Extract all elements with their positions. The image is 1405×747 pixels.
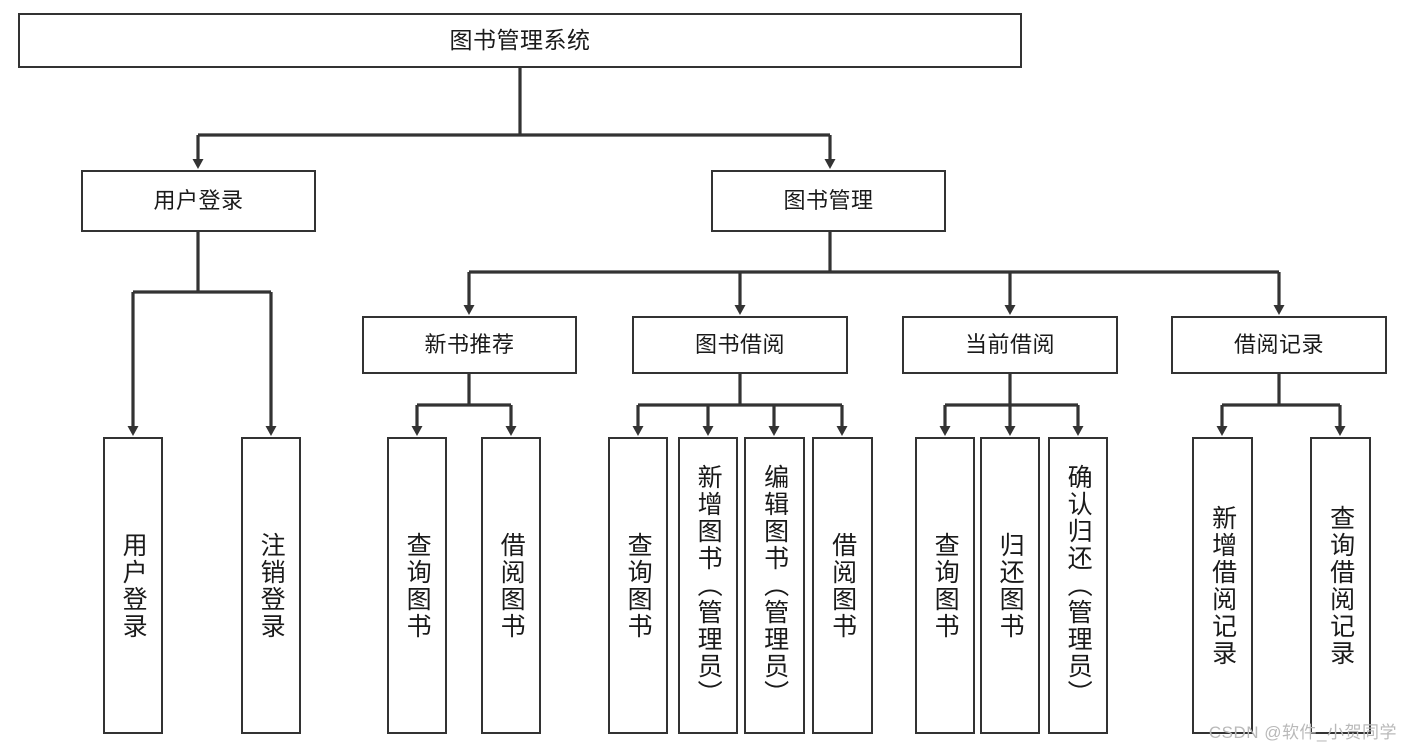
leaf-confirm-return-admin[interactable]: 确认归还（管理员） xyxy=(1048,437,1108,734)
leaf-query-borrow-record-label: 查询借阅记录 xyxy=(1326,504,1355,667)
leaf-current-query-book-label: 查询图书 xyxy=(931,531,960,640)
leaf-new-book-query[interactable]: 查询图书 xyxy=(387,437,447,734)
leaf-add-book-admin-label: 新增图书（管理员） xyxy=(694,464,723,707)
leaf-borrow-query-book-label: 查询图书 xyxy=(624,531,653,640)
leaf-current-query-book[interactable]: 查询图书 xyxy=(915,437,975,734)
node-root[interactable]: 图书管理系统 xyxy=(18,13,1022,68)
leaf-confirm-return-admin-label: 确认归还（管理员） xyxy=(1064,464,1093,707)
csdn-watermark: CSDN @软件_小贺同学 xyxy=(1208,723,1397,742)
node-current-borrow-label: 当前借阅 xyxy=(964,332,1055,358)
leaf-borrow-book-label: 借阅图书 xyxy=(828,531,857,640)
leaf-return-book[interactable]: 归还图书 xyxy=(980,437,1040,734)
node-book-management[interactable]: 图书管理 xyxy=(711,170,946,232)
node-user-login[interactable]: 用户登录 xyxy=(81,170,316,232)
leaf-add-borrow-record[interactable]: 新增借阅记录 xyxy=(1192,437,1253,734)
node-user-login-label: 用户登录 xyxy=(153,188,244,214)
leaf-borrow-book[interactable]: 借阅图书 xyxy=(812,437,873,734)
leaf-new-book-query-label: 查询图书 xyxy=(403,531,432,640)
leaf-user-login-label: 用户登录 xyxy=(119,531,148,640)
leaf-add-borrow-record-label: 新增借阅记录 xyxy=(1208,504,1237,667)
leaf-return-book-label: 归还图书 xyxy=(996,531,1025,640)
node-book-management-label: 图书管理 xyxy=(783,188,874,214)
node-new-book-recommend[interactable]: 新书推荐 xyxy=(362,316,577,374)
node-current-borrow[interactable]: 当前借阅 xyxy=(902,316,1118,374)
leaf-new-book-borrow[interactable]: 借阅图书 xyxy=(481,437,541,734)
leaf-query-borrow-record[interactable]: 查询借阅记录 xyxy=(1310,437,1371,734)
leaf-add-book-admin[interactable]: 新增图书（管理员） xyxy=(678,437,738,734)
node-new-book-recommend-label: 新书推荐 xyxy=(424,332,515,358)
node-book-borrow[interactable]: 图书借阅 xyxy=(632,316,848,374)
node-root-label: 图书管理系统 xyxy=(449,26,591,53)
leaf-borrow-query-book[interactable]: 查询图书 xyxy=(608,437,668,734)
node-borrow-record-label: 借阅记录 xyxy=(1233,332,1324,358)
leaf-new-book-borrow-label: 借阅图书 xyxy=(497,531,526,640)
leaf-edit-book-admin[interactable]: 编辑图书（管理员） xyxy=(744,437,805,734)
node-borrow-record[interactable]: 借阅记录 xyxy=(1171,316,1387,374)
node-book-borrow-label: 图书借阅 xyxy=(694,332,785,358)
leaf-logout[interactable]: 注销登录 xyxy=(241,437,301,734)
leaf-user-login[interactable]: 用户登录 xyxy=(103,437,163,734)
leaf-edit-book-admin-label: 编辑图书（管理员） xyxy=(760,464,789,707)
leaf-logout-label: 注销登录 xyxy=(257,531,286,640)
